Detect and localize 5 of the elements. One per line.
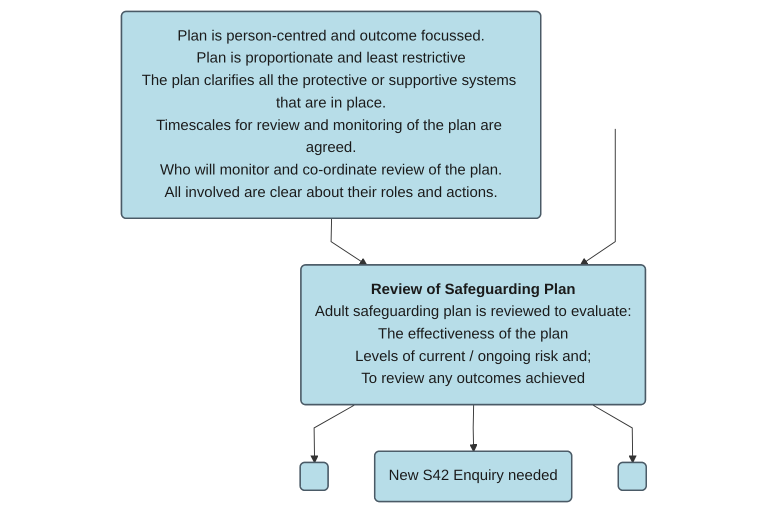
arrow <box>592 404 637 463</box>
arrow <box>310 404 355 463</box>
arrow <box>580 128 616 266</box>
arrow <box>470 404 478 452</box>
arrow <box>330 218 368 266</box>
